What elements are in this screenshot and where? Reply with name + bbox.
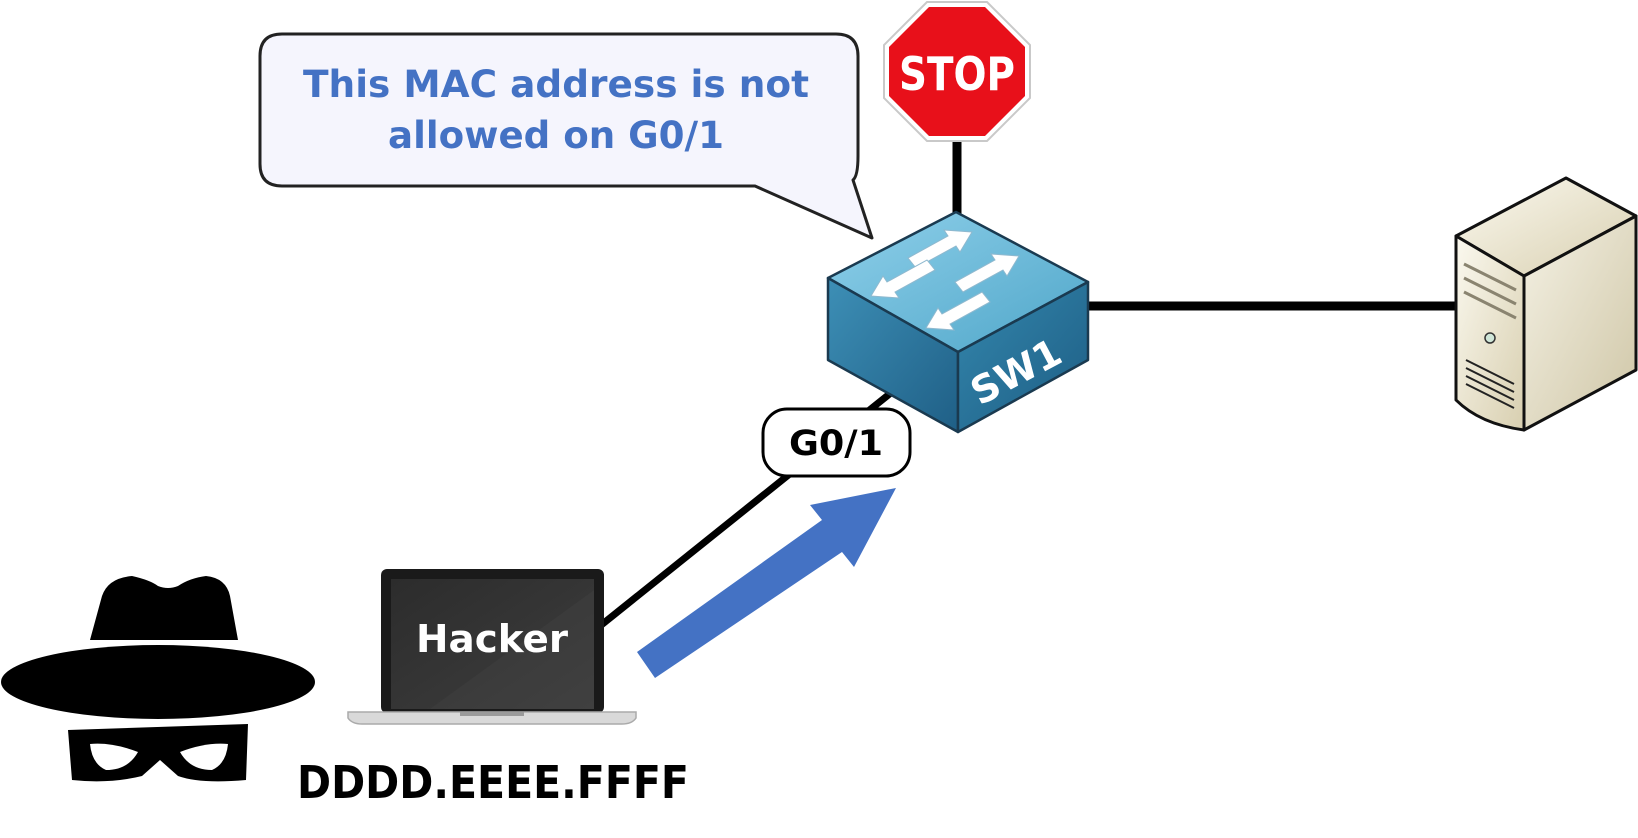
stop-sign-icon: STOP (883, 1, 1031, 142)
hacker-icon (1, 576, 315, 782)
server-icon (1454, 176, 1638, 432)
laptop-icon: Hacker (347, 569, 637, 725)
mac-address: DDDD.EEEE.FFFF (297, 756, 689, 809)
interface-label: G0/1 (761, 407, 912, 478)
laptop-label: Hacker (416, 617, 568, 661)
callout-line-1: This MAC address is not (303, 63, 809, 106)
interface-label-text: G0/1 (789, 424, 883, 464)
callout-line-2: allowed on G0/1 (388, 114, 724, 157)
switch-icon: SW1 (826, 210, 1090, 434)
stop-label: STOP (899, 47, 1015, 101)
speech-callout: This MAC address is not allowed on G0/1 (258, 32, 874, 240)
traffic-arrow (637, 488, 896, 678)
